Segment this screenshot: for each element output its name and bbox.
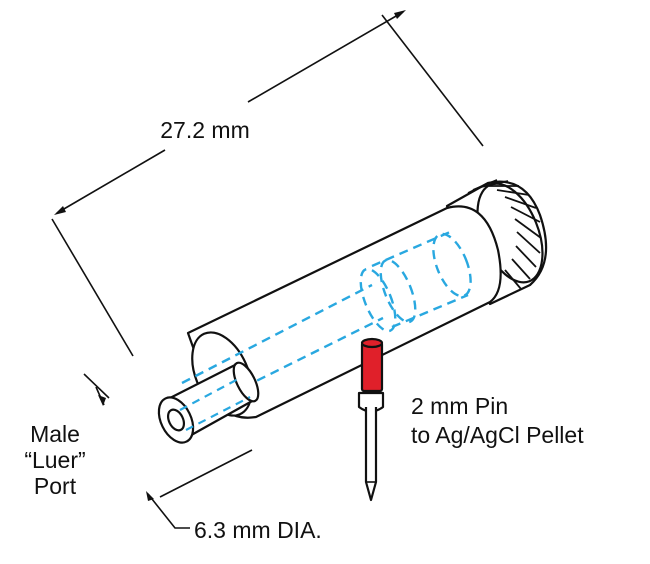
pin-shaft <box>364 407 378 502</box>
length-dimension <box>51 10 484 357</box>
dia-extension-upper <box>83 373 110 399</box>
length-dimension-line-lower <box>56 149 166 214</box>
port-label-line3: Port <box>34 473 77 499</box>
dia-extension-lower <box>159 449 253 498</box>
length-extension-line-left <box>51 218 134 357</box>
chamber-mid-ring <box>379 258 417 324</box>
chamber-lower-edge <box>391 293 469 329</box>
length-extension-line-right <box>381 14 484 147</box>
bore-upper-edge <box>181 283 373 385</box>
diameter-dimension <box>83 373 253 529</box>
luer-port-opening <box>166 408 186 432</box>
pin-red <box>360 341 384 393</box>
port-label-line1: Male <box>30 421 80 447</box>
pin-label-line1: 2 mm Pin <box>411 393 508 419</box>
chamber-front-ring <box>359 267 397 333</box>
dia-arrow-upper <box>98 395 106 406</box>
length-label: 27.2 mm <box>160 117 249 143</box>
pin-label-line2: to Ag/AgCl Pellet <box>411 422 584 448</box>
length-arrow-right <box>394 10 406 19</box>
length-arrow-left <box>54 206 66 215</box>
chamber-back-ring <box>432 232 472 298</box>
port-label-line2: “Luer” <box>24 447 85 473</box>
pin-assembly <box>357 337 385 502</box>
length-dimension-line-upper <box>247 11 404 103</box>
dia-leader <box>147 493 190 529</box>
pin-top <box>360 337 384 349</box>
diameter-label: 6.3 mm DIA. <box>194 517 322 543</box>
dia-arrow-lower <box>146 491 154 501</box>
luer-bore <box>179 377 251 431</box>
